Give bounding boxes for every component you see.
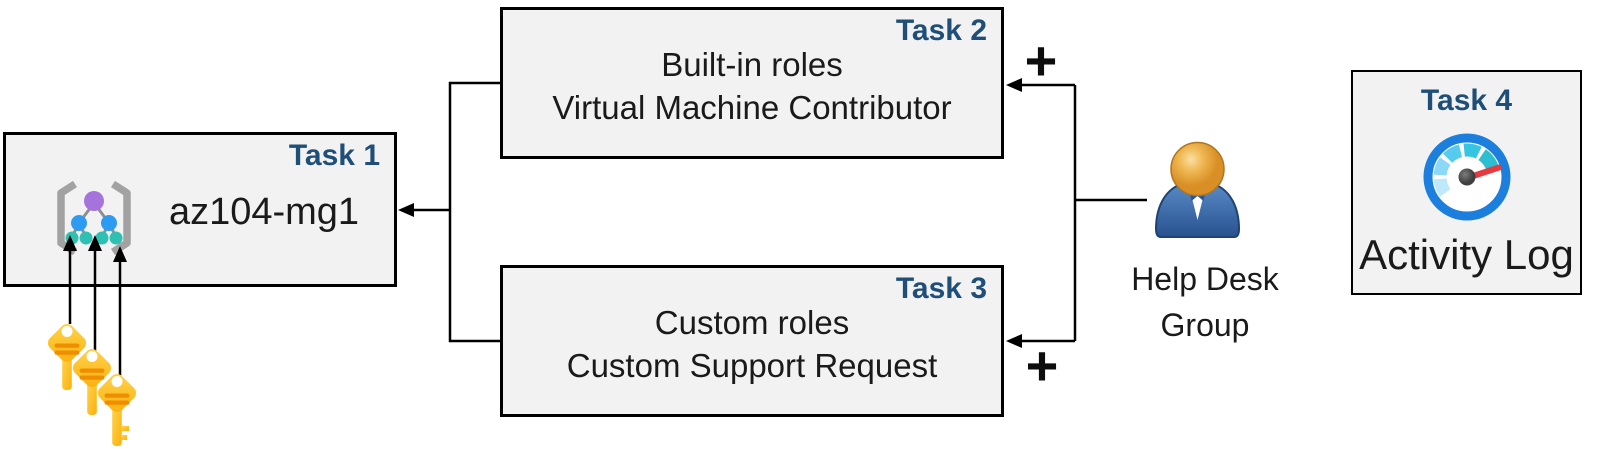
activity-log-gauge-icon: [1423, 133, 1510, 221]
task1-label: az104-mg1: [168, 191, 360, 233]
task3-line2: Custom Support Request: [566, 347, 938, 384]
plus-sign-task3: +: [1025, 334, 1059, 397]
task3-badge: Task 3: [895, 272, 987, 305]
task1-badge: Task 1: [288, 139, 380, 172]
task2-box: Task 2 Built-in roles Virtual Machine Co…: [500, 7, 1004, 159]
task2-badge: Task 2: [895, 14, 987, 47]
task1-box: Task 1 az104-mg1: [3, 132, 397, 287]
task3-line1: Custom roles: [654, 304, 850, 341]
bracket-connector: [398, 81, 500, 343]
key-icon: [47, 323, 87, 390]
task2-line1: Built-in roles: [661, 46, 843, 83]
task3-text: Custom roles Custom Support Request: [503, 301, 1001, 387]
task2-text: Built-in roles Virtual Machine Contribut…: [503, 43, 1001, 129]
task2-line2: Virtual Machine Contributor: [552, 89, 952, 126]
key-icon: [72, 348, 112, 415]
task4-label: Activity Log: [1359, 231, 1574, 278]
actor-label-line2: Group: [1160, 307, 1250, 343]
key-icon: [97, 373, 137, 446]
plus-sign-task2: +: [1024, 29, 1058, 92]
actor-label-line1: Help Desk: [1131, 261, 1279, 297]
task4-badge: Task 4: [1420, 84, 1513, 117]
management-group-icon: [57, 180, 131, 256]
keys-icon: [47, 323, 137, 446]
actor-label: Help Desk Group: [1105, 256, 1305, 348]
task4-box: Task 4 Activity Log: [1351, 70, 1582, 295]
user-icon: [1154, 141, 1241, 238]
task3-box: Task 3 Custom roles Custom Support Reque…: [500, 265, 1004, 417]
